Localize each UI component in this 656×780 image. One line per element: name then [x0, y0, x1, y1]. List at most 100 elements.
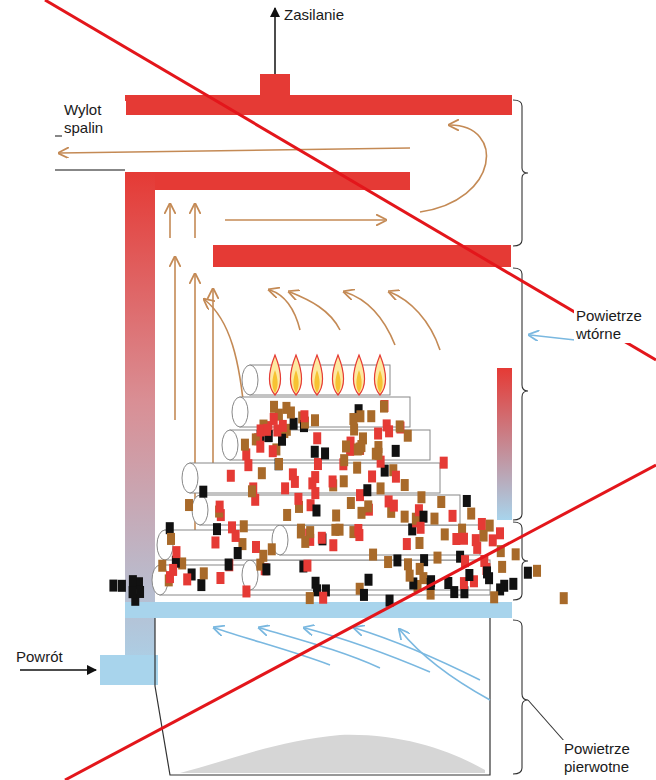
ember — [211, 536, 219, 548]
flame-core — [293, 370, 298, 393]
ember — [433, 552, 441, 564]
ember — [332, 509, 340, 521]
ember — [311, 487, 319, 499]
ember — [380, 401, 388, 413]
ember — [313, 432, 321, 444]
ember — [490, 591, 498, 603]
ember — [384, 556, 392, 568]
ember — [183, 573, 191, 585]
ember — [314, 458, 322, 470]
ember — [300, 410, 308, 422]
ember — [354, 524, 362, 536]
ember — [452, 533, 460, 545]
ember — [509, 578, 517, 590]
ember — [329, 475, 337, 487]
log — [280, 525, 480, 555]
ember — [437, 496, 445, 508]
ember — [290, 418, 298, 430]
ember — [356, 410, 364, 422]
ember — [512, 548, 520, 560]
ember — [234, 547, 242, 559]
ember — [392, 445, 400, 457]
ember — [385, 425, 393, 437]
ember — [252, 541, 260, 553]
ember — [312, 504, 320, 516]
ember — [269, 445, 277, 457]
flame-core — [377, 370, 382, 393]
ember — [225, 559, 233, 571]
ember — [270, 413, 278, 425]
ember — [158, 560, 166, 572]
ember — [498, 561, 506, 573]
ember — [197, 579, 205, 591]
ember — [311, 446, 319, 458]
ember — [263, 424, 271, 436]
log-end — [222, 430, 238, 460]
ember — [242, 585, 250, 597]
part-label: Powietrze wtórne — [574, 307, 652, 343]
ember — [294, 493, 302, 505]
ember — [167, 533, 175, 545]
ember — [533, 565, 541, 577]
ember — [441, 528, 449, 540]
ember — [306, 592, 314, 604]
flame-core — [335, 370, 340, 393]
ember — [347, 497, 355, 509]
ember — [301, 536, 309, 548]
ember — [390, 500, 398, 512]
ember — [262, 563, 270, 575]
ember — [118, 580, 126, 592]
ember — [374, 448, 382, 460]
ember — [172, 546, 180, 558]
ember — [450, 586, 458, 598]
ember — [256, 441, 264, 453]
ember — [342, 440, 350, 452]
flame — [374, 355, 385, 395]
ember — [244, 459, 252, 471]
ember — [258, 467, 266, 479]
ember — [356, 443, 364, 455]
ember — [275, 458, 283, 470]
ember — [374, 428, 382, 440]
ember — [136, 586, 144, 598]
ember — [367, 410, 375, 422]
flame-core — [356, 370, 361, 393]
part-label: Wylot spalin — [62, 101, 126, 137]
ember — [377, 482, 385, 494]
ember — [199, 486, 207, 498]
ember — [401, 479, 409, 491]
ember — [227, 470, 235, 482]
ember — [360, 589, 368, 601]
ember — [473, 542, 481, 554]
ember — [430, 513, 438, 525]
ember — [440, 457, 448, 469]
ember — [225, 559, 233, 571]
ember — [213, 523, 221, 535]
ember — [340, 475, 348, 487]
ember — [356, 489, 364, 501]
flame — [269, 355, 280, 395]
ember — [200, 567, 208, 579]
ember — [340, 454, 348, 466]
ember — [268, 543, 276, 555]
ember — [185, 499, 193, 511]
ember — [465, 569, 473, 581]
ember — [368, 470, 376, 482]
ember — [291, 476, 299, 488]
ember — [406, 570, 414, 582]
ember — [364, 500, 372, 512]
ember — [404, 430, 412, 442]
ember — [369, 549, 377, 561]
ember — [129, 575, 137, 587]
ember — [216, 501, 224, 513]
ember — [380, 400, 388, 412]
flame — [290, 355, 301, 395]
ember — [401, 511, 409, 523]
ember — [449, 510, 457, 522]
ember — [356, 443, 364, 455]
ember — [349, 413, 357, 425]
flame-core — [314, 370, 319, 393]
ember — [467, 508, 475, 520]
ember — [109, 580, 117, 592]
ember — [216, 572, 224, 584]
